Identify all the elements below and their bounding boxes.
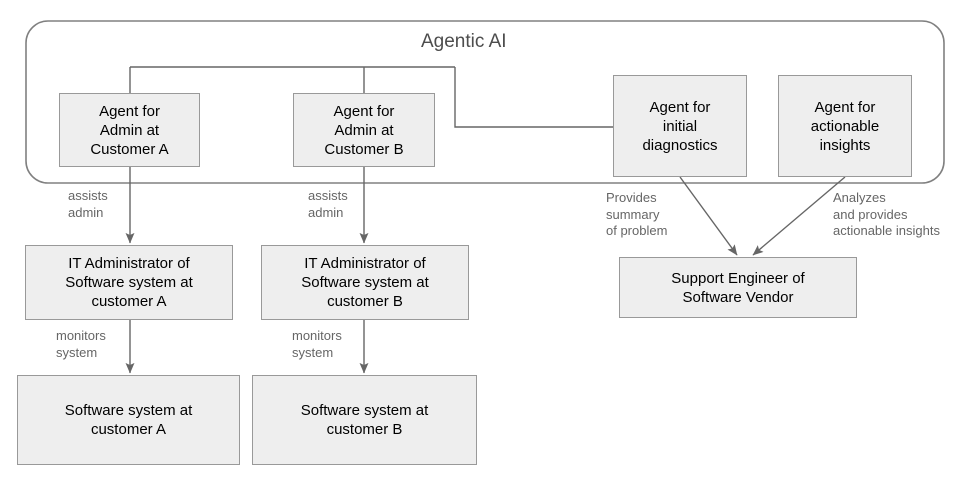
node-label-sw-system-a: Software system at customer A bbox=[64, 402, 193, 438]
node-it-admin-a[interactable]: IT Administrator of Software system at c… bbox=[25, 245, 233, 320]
group-title-agentic-ai: Agentic AI bbox=[421, 31, 507, 52]
node-agent-admin-a[interactable]: Agent for Admin at Customer A bbox=[59, 93, 200, 167]
node-support-eng[interactable]: Support Engineer of Software Vendor bbox=[619, 257, 857, 318]
node-sw-system-a[interactable]: Software system at customer A bbox=[17, 375, 240, 465]
node-it-admin-b[interactable]: IT Administrator of Software system at c… bbox=[261, 245, 469, 320]
node-label-support-eng: Support Engineer of Software Vendor bbox=[671, 269, 805, 306]
edge-label-analyzes-insights: Analyzes and provides actionable insight… bbox=[833, 190, 940, 238]
node-label-agent-admin-a: Agent for Admin at Customer A bbox=[90, 102, 169, 158]
edge-bus-to-diagnostics bbox=[454, 67, 613, 128]
node-label-it-admin-b: IT Administrator of Software system at c… bbox=[301, 255, 429, 310]
edge-label-assists-admin-b: assists admin bbox=[308, 188, 348, 220]
connector-edges bbox=[125, 66, 846, 374]
edge-label-provides-summary: Provides summary of problem bbox=[606, 190, 668, 238]
edge-label-monitors-system-b: monitors system bbox=[292, 328, 342, 360]
node-label-sw-system-b: Software system at customer B bbox=[300, 402, 429, 438]
node-label-it-admin-a: IT Administrator of Software system at c… bbox=[65, 255, 193, 310]
node-agent-diag[interactable]: Agent for initial diagnostics bbox=[613, 75, 747, 177]
node-label-agent-insights: Agent for actionable insights bbox=[810, 98, 880, 154]
node-label-agent-diag: Agent for initial diagnostics bbox=[642, 98, 718, 154]
node-sw-system-b[interactable]: Software system at customer B bbox=[252, 375, 477, 465]
edge-insights-to-support bbox=[752, 176, 846, 256]
group-boundary-agentic-ai bbox=[25, 20, 945, 184]
node-agent-admin-b[interactable]: Agent for Admin at Customer B bbox=[293, 93, 435, 167]
edge-label-monitors-system-a: monitors system bbox=[56, 328, 106, 360]
edge-label-assists-admin-a: assists admin bbox=[68, 188, 108, 220]
node-label-agent-admin-b: Agent for Admin at Customer B bbox=[324, 102, 404, 158]
node-agent-insights[interactable]: Agent for actionable insights bbox=[778, 75, 912, 177]
edge-diagnostics-to-support bbox=[679, 176, 738, 256]
agentic-ai-group-frame bbox=[25, 20, 945, 184]
